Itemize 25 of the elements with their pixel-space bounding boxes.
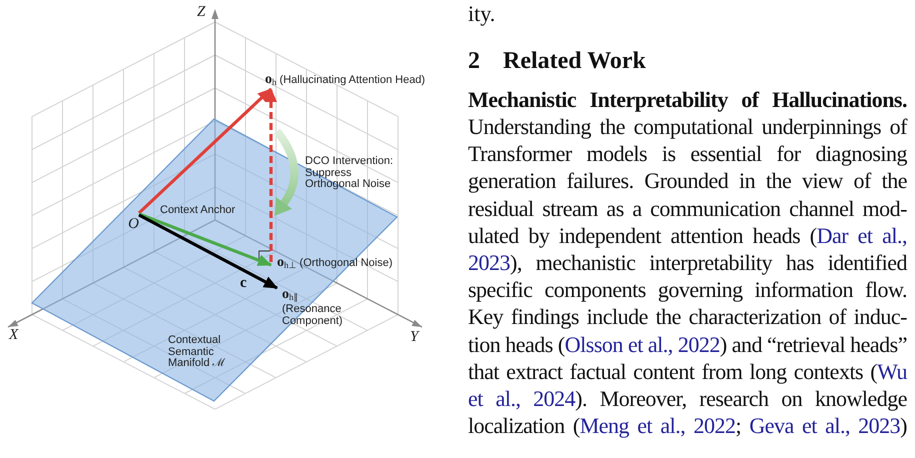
citation-link: Meng et al., 2022 — [580, 413, 736, 438]
arrow — [138, 88, 272, 214]
axis-label: Z — [197, 4, 206, 21]
vector-label: o$_{h⊥}$ (Orthogonal Noise) — [276, 255, 392, 271]
paragraph: Mechanistic Interpretability of Hallucinations. Understanding the computational underpinnings of Transformer models is essential for diagnosing generation failures. Grounded in the view of the residual stream as a communication channel mod- ulated by independent attention heads (Dar et al., 2023), mechanistic interpretability has identified specific components governing information flow. Key findings include the characterization of induc- tion heads (Olsson et al., 2022) and “retrieval heads” that extract factual content from long contexts (Wu et al., 2024). Moreover, research on knowledge localization (Meng et al., 2022; Geva et al., 2023) — [468, 86, 907, 440]
plane-label: Contextual Semantic Manifold ℳ — [168, 335, 227, 370]
edge-label: c — [240, 276, 247, 290]
section-number: 2 — [468, 48, 480, 76]
section-title: Related Work — [503, 48, 646, 76]
citation-link: 2023 — [468, 250, 510, 275]
vector-label: o$_{h}$ (Hallucinating Attention Head) — [264, 71, 426, 89]
body-text: ity. — [468, 0, 496, 28]
annotation-text: Context Anchor — [160, 205, 236, 216]
dashed-arrow — [265, 88, 277, 262]
arrow — [138, 214, 278, 290]
citation-link: Wu — [877, 358, 907, 384]
arrow — [138, 212, 272, 266]
origin-label: O — [127, 215, 139, 232]
vector-label: o$_{h∥}$ — [281, 287, 300, 303]
citation-link: Geva et al., 2023 — [749, 413, 900, 438]
axis-label: X — [9, 327, 18, 344]
axis-label: Y — [410, 329, 418, 346]
citation-link: Dar et al., — [816, 222, 907, 248]
citation-link: Olsson et al., 2022 — [564, 332, 720, 357]
citation-link: et al., 2024 — [468, 386, 576, 411]
